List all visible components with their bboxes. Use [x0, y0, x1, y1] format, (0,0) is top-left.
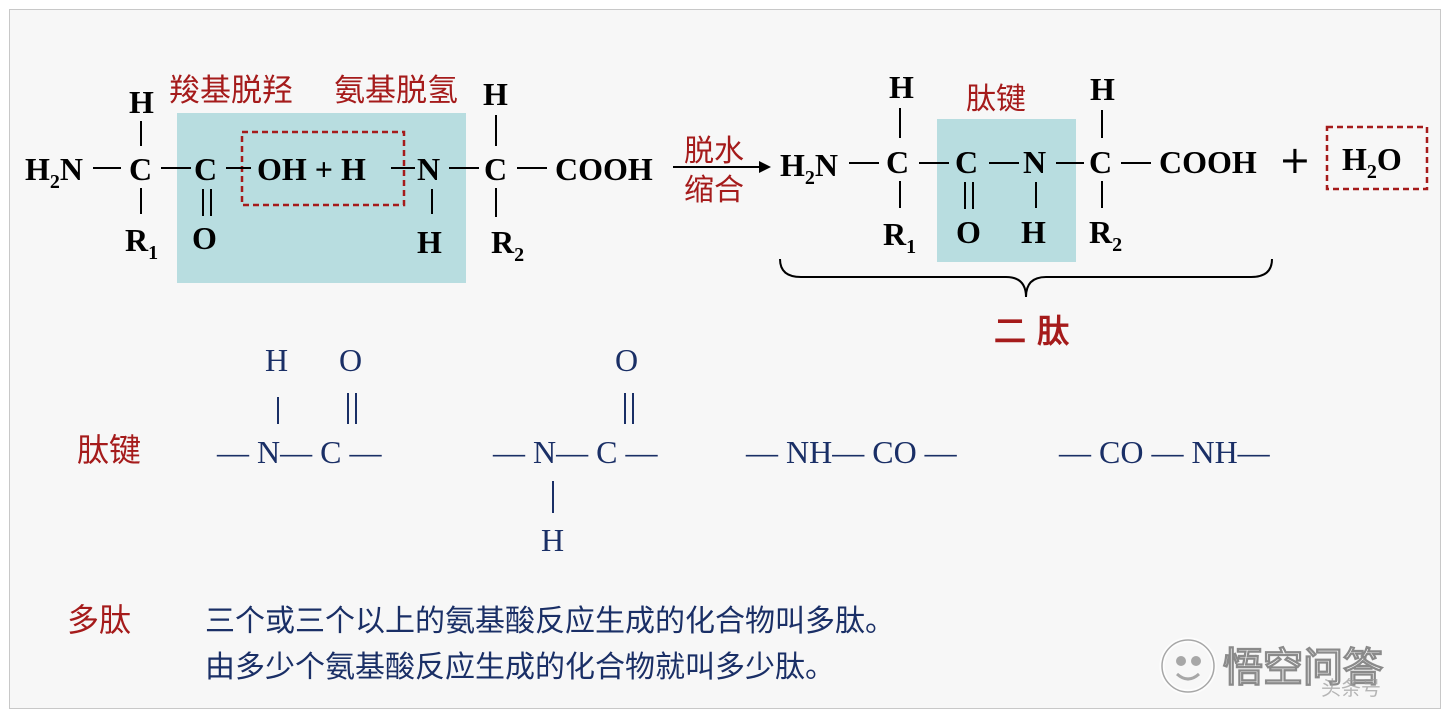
- label-amino: 氨基脱氢: [334, 73, 458, 109]
- right-c-alpha1: C: [886, 144, 909, 180]
- arrow-label-bottom: 缩合: [684, 173, 744, 208]
- plus-sign: +: [1279, 138, 1311, 182]
- right-h2n: H2N: [780, 147, 838, 189]
- right-h-top2: H: [1090, 71, 1115, 107]
- diagram-canvas: 羧基脱羟 氨基脱氢 H2N C H R1 C O OH + H N H C H …: [25, 69, 1429, 700]
- right-h-below-n: H: [1021, 214, 1046, 250]
- left-c-alpha1: C: [129, 151, 152, 187]
- right-o: O: [956, 214, 981, 250]
- left-c-alpha2: C: [484, 151, 507, 187]
- form1-top-h: H: [265, 342, 288, 378]
- left-cooh: COOH: [555, 151, 653, 187]
- form1-top-o: O: [339, 342, 362, 378]
- reaction-arrowhead: [759, 161, 771, 173]
- right-n: N: [1023, 144, 1046, 180]
- right-c-carbonyl: C: [955, 144, 978, 180]
- form2-main: — N— C —: [492, 434, 658, 470]
- label-carboxyl: 羧基脱羟: [169, 73, 293, 109]
- peptide-bond-label: 肽键: [77, 431, 141, 469]
- polypeptide-line2: 由多少个氨基酸反应生成的化合物就叫多少肽。: [205, 650, 835, 685]
- right-h-top1: H: [889, 69, 914, 105]
- water-dashed-box: [1325, 125, 1429, 191]
- left-h-top1: H: [129, 84, 154, 120]
- right-highlight-box: [937, 119, 1076, 262]
- form3-main: — NH— CO —: [745, 434, 958, 470]
- form1-main: — N— C —: [216, 434, 382, 470]
- form2-top-o: O: [615, 342, 638, 378]
- polypeptide-line1: 三个或三个以上的氨基酸反应生成的化合物叫多肽。: [205, 604, 895, 639]
- left-n: N: [417, 151, 440, 187]
- left-h-top2: H: [483, 76, 508, 112]
- right-r2: R2: [1089, 214, 1122, 256]
- left-r2: R2: [491, 224, 524, 266]
- watermark-user: 头条号: [1321, 676, 1381, 700]
- right-peptide-bond-label: 肽键: [966, 82, 1026, 117]
- dipeptide-label: 二 肽: [994, 312, 1070, 350]
- arrow-label-top: 脱水: [684, 134, 744, 169]
- left-r1: R1: [125, 222, 158, 264]
- left-highlight-box: [177, 113, 466, 283]
- polypeptide-label: 多肽: [67, 601, 131, 639]
- form4-main: — CO — NH—: [1058, 434, 1271, 470]
- watermark-logo-icon: [1159, 637, 1217, 695]
- right-c-alpha2: C: [1089, 144, 1112, 180]
- left-h-below-n: H: [417, 224, 442, 260]
- right-cooh: COOH: [1159, 144, 1257, 180]
- left-h2n: H2N: [25, 151, 83, 193]
- slide: 羧基脱羟 氨基脱氢 H2N C H R1 C O OH + H N H C H …: [9, 9, 1441, 709]
- left-c-carbonyl: C: [194, 151, 217, 187]
- form2-bottom-h: H: [541, 522, 564, 558]
- right-r1: R1: [883, 216, 916, 258]
- water: H2O: [1342, 141, 1402, 183]
- left-oh-plus-h: OH + H: [257, 151, 366, 187]
- watermark-brand: 悟空问答: [1223, 645, 1384, 691]
- dipeptide-brace: [779, 258, 1273, 298]
- left-o: O: [192, 220, 217, 256]
